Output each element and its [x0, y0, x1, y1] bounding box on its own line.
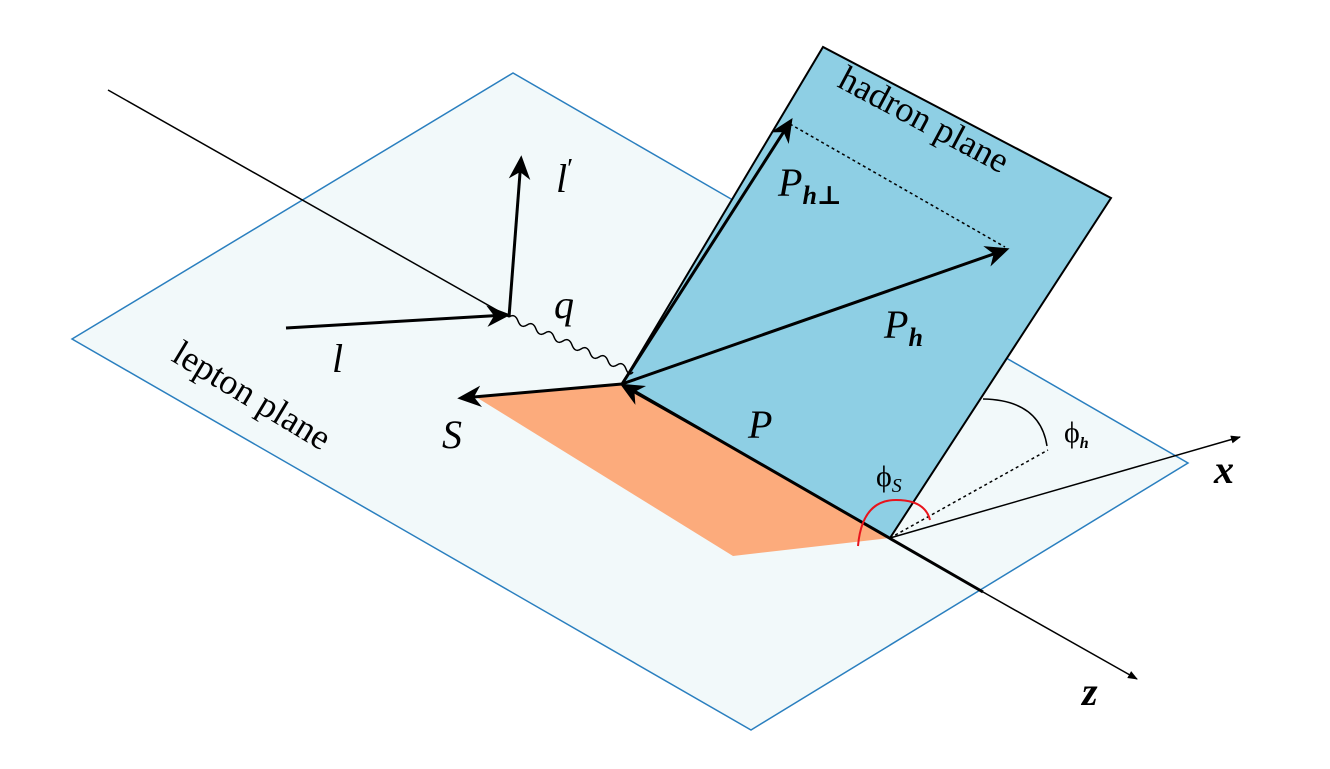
Ph-label: Ph [883, 302, 923, 352]
Ph-perp-vector [620, 117, 793, 385]
phi-s-arc [857, 498, 931, 547]
l-prime-vector [507, 155, 531, 318]
z-axis [982, 591, 1138, 680]
z-axis-label: z [1080, 669, 1098, 714]
x-axis [889, 435, 1241, 539]
phi-h-arc [982, 398, 1048, 447]
l-prime-label: l′ [556, 154, 573, 201]
Ph-perp-label: Ph⊥ [777, 160, 842, 210]
l-label: l [332, 336, 343, 381]
S-label: S [442, 412, 462, 457]
incoming-lepton-line [107, 89, 510, 318]
S-vector [457, 382, 623, 408]
P-vector [619, 383, 701, 431]
virtual-photon-q [508, 314, 634, 375]
Ph-projection-dotted [789, 123, 1006, 248]
phi-h-label: ϕh [1064, 416, 1089, 452]
spin-region [476, 384, 890, 556]
l-vector [285, 305, 511, 330]
Ph-vector [621, 246, 1010, 386]
phi-s-label: ϕS [876, 460, 902, 497]
P-label: P [747, 402, 772, 447]
q-label: q [554, 282, 574, 327]
x-axis-dotted [889, 449, 1049, 539]
x-axis-label: x [1213, 447, 1234, 492]
